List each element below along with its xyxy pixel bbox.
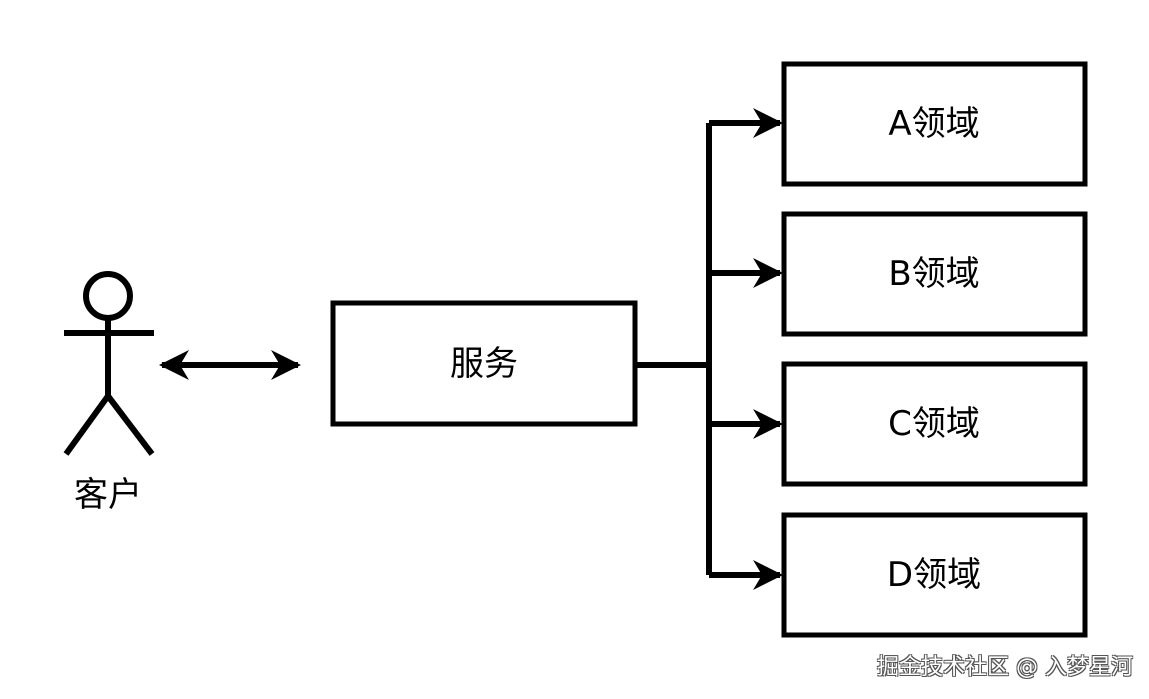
domain-d-label: D领域 xyxy=(886,555,982,595)
actor-label: 客户 xyxy=(74,475,142,515)
actor-left-leg xyxy=(63,394,111,456)
connector-lines xyxy=(635,108,783,590)
domain-a-box xyxy=(781,61,1088,187)
domain-c-box xyxy=(781,361,1088,487)
actor-right-leg xyxy=(105,394,155,456)
domain-b-label: B领域 xyxy=(888,254,980,294)
domain-a-label: A领域 xyxy=(888,104,980,144)
domain-b-box xyxy=(781,211,1088,337)
actor-figure xyxy=(63,271,155,456)
domain-c-label: C领域 xyxy=(888,404,980,444)
domain-d-box xyxy=(781,512,1088,638)
service-label: 服务 xyxy=(450,344,518,384)
actor-head xyxy=(83,271,133,321)
watermark-text: 掘金技术社区 @ 入梦星河 xyxy=(877,655,1133,680)
